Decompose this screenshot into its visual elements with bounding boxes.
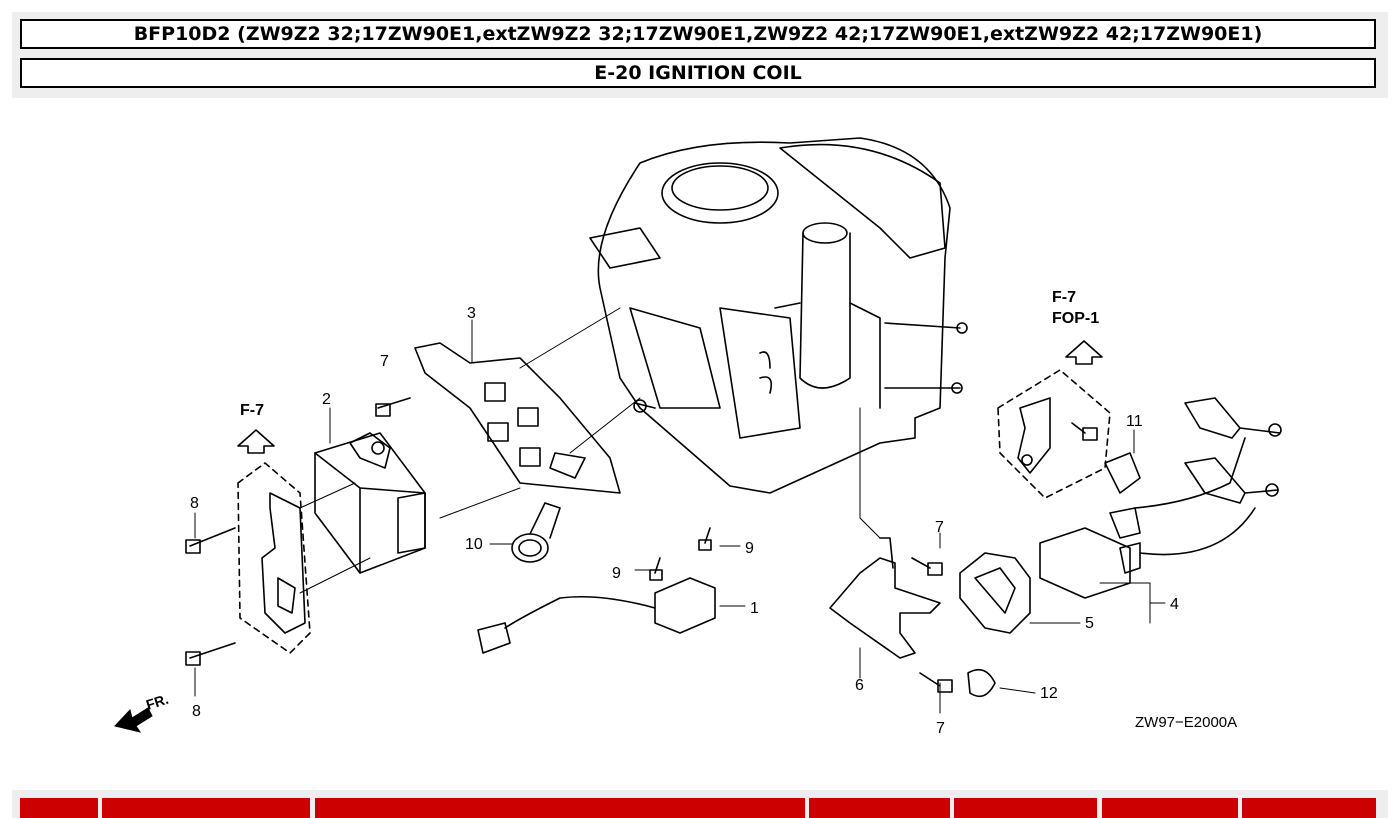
model-title: BFP10D2 (ZW9Z2 32;17ZW90E1,extZW9Z2 32;1…	[20, 19, 1376, 49]
callout-11: 11	[1126, 413, 1143, 430]
arrow-up-icon	[237, 429, 275, 454]
table-header-cell	[1102, 798, 1238, 818]
callout-10: 10	[465, 536, 483, 553]
callout-12: 12	[1040, 685, 1058, 702]
front-label: FR.	[144, 691, 170, 713]
table-header-cell	[315, 798, 805, 818]
leader-lines	[194, 307, 1166, 714]
parts-diagram: F-7 F-7 FOP-1 FR. 1 2 3 4 5 6 7 7 7 8 8 …	[114, 137, 1282, 737]
ref-f7-left: F-7	[240, 402, 264, 419]
table-header-cell	[1242, 798, 1376, 818]
table-header-cell	[102, 798, 310, 818]
stay-bracket	[829, 537, 941, 659]
callout-9a: 9	[745, 540, 754, 557]
coil-holder	[959, 552, 1031, 634]
callout-9b: 9	[612, 565, 621, 582]
header-panel: BFP10D2 (ZW9Z2 32;17ZW90E1,extZW9Z2 32;1…	[12, 12, 1388, 98]
callout-labels: F-7 F-7 FOP-1 FR. 1 2 3 4 5 6 7 7 7 8 8 …	[144, 289, 1237, 737]
table-header-cell	[954, 798, 1097, 818]
arrow-up-icon	[1065, 340, 1103, 365]
callout-4: 4	[1170, 596, 1179, 613]
ignition-control-unit	[314, 432, 426, 574]
right-dashed-group	[997, 369, 1111, 499]
callout-7b: 7	[935, 519, 944, 536]
ref-fop1: FOP-1	[1052, 310, 1099, 327]
section-title: E-20 IGNITION COIL	[20, 58, 1376, 88]
clamps	[967, 452, 1141, 698]
callout-7a: 7	[380, 353, 389, 370]
callout-7c: 7	[936, 720, 945, 737]
callout-2: 2	[322, 391, 331, 408]
callout-8b: 8	[192, 703, 201, 720]
left-dashed-group	[237, 462, 311, 654]
engine-illustration	[589, 137, 968, 494]
callout-6: 6	[855, 677, 864, 694]
parts-table-header	[12, 790, 1388, 818]
table-header-cell	[809, 798, 950, 818]
front-arrow-icon	[114, 707, 153, 733]
ref-f7-right: F-7	[1052, 289, 1076, 306]
table-header-cell	[20, 798, 98, 818]
drawing-code: ZW97−E2000A	[1135, 714, 1237, 731]
callout-3: 3	[467, 305, 476, 322]
ignition-coil	[1039, 397, 1282, 599]
callout-8a: 8	[190, 495, 199, 512]
callout-1: 1	[750, 600, 759, 617]
band-clip	[511, 502, 561, 563]
sensor-with-harness	[477, 577, 716, 654]
bolts	[185, 397, 1098, 693]
mounting-bracket	[414, 342, 621, 494]
callout-5: 5	[1085, 615, 1094, 632]
